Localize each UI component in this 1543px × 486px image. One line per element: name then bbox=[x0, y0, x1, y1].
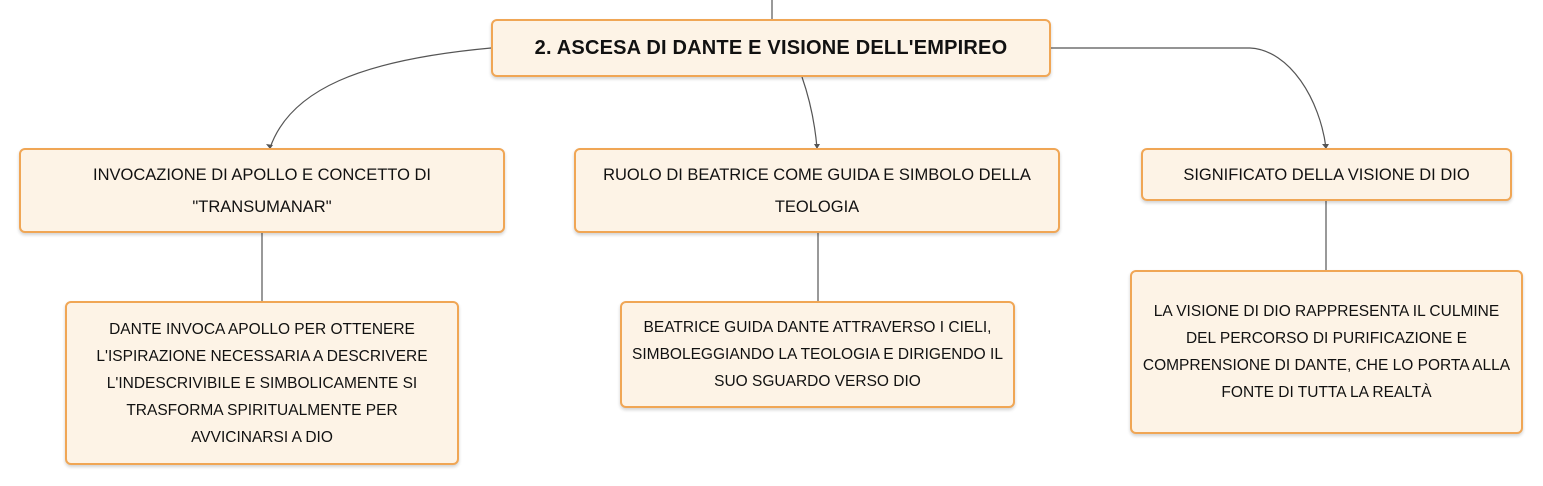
branch-node-invocazione-apollo[interactable]: INVOCAZIONE DI APOLLO E CONCETTO DI "TRA… bbox=[19, 148, 505, 233]
connector-root-to-branch-2 bbox=[801, 76, 818, 149]
root-node[interactable]: 2. ASCESA DI DANTE E VISIONE DELL'EMPIRE… bbox=[491, 19, 1051, 77]
leaf-text: DANTE INVOCA APOLLO PER OTTENERE L'ISPIR… bbox=[96, 320, 428, 446]
arrowhead-branch-2 bbox=[814, 144, 820, 149]
leaf-node-ruolo-beatrice[interactable]: BEATRICE GUIDA DANTE ATTRAVERSO I CIELI,… bbox=[620, 301, 1015, 408]
branch-label: RUOLO DI BEATRICE COME GUIDA E SIMBOLO D… bbox=[603, 165, 1031, 216]
root-title: 2. ASCESA DI DANTE E VISIONE DELL'EMPIRE… bbox=[534, 36, 1008, 59]
branch-label: SIGNIFICATO DELLA VISIONE DI DIO bbox=[1183, 165, 1470, 184]
connector-root-to-branch-1 bbox=[269, 47, 492, 149]
leaf-node-visione-dio[interactable]: LA VISIONE DI DIO RAPPRESENTA IL CULMINE… bbox=[1130, 270, 1523, 434]
connector-root-to-branch-3 bbox=[1051, 47, 1327, 149]
leaf-node-invocazione-apollo[interactable]: DANTE INVOCA APOLLO PER OTTENERE L'ISPIR… bbox=[65, 301, 459, 465]
branch-label: INVOCAZIONE DI APOLLO E CONCETTO DI "TRA… bbox=[92, 165, 431, 216]
leaf-text: BEATRICE GUIDA DANTE ATTRAVERSO I CIELI,… bbox=[632, 319, 1003, 390]
branch-node-visione-dio[interactable]: SIGNIFICATO DELLA VISIONE DI DIO bbox=[1141, 148, 1512, 201]
leaf-text: LA VISIONE DI DIO RAPPRESENTA IL CULMINE… bbox=[1142, 303, 1511, 401]
arrowhead-branch-1 bbox=[266, 144, 273, 149]
branch-node-ruolo-beatrice[interactable]: RUOLO DI BEATRICE COME GUIDA E SIMBOLO D… bbox=[574, 148, 1060, 233]
arrowhead-branch-3 bbox=[1322, 144, 1329, 149]
